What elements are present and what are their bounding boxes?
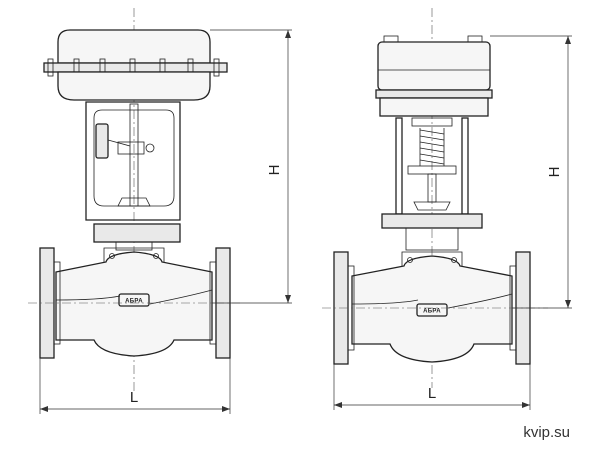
right-brand-plate	[416, 303, 448, 317]
left-yoke-window	[93, 109, 175, 207]
right-h-label: H	[546, 167, 563, 178]
left-actuator-bottom-dome	[57, 71, 211, 101]
right-valve: АБРА H L	[322, 8, 572, 410]
left-yoke-outer	[85, 101, 181, 221]
right-coupling-top	[411, 117, 453, 127]
right-stem-clamp	[413, 201, 451, 211]
watermark-text: kvip.su	[523, 424, 570, 441]
right-actuator-housing-top	[377, 41, 491, 91]
right-body-contour-a	[351, 299, 419, 305]
left-positioner	[95, 123, 109, 159]
left-bonnet-neck	[115, 241, 153, 251]
right-l-label: L	[428, 385, 436, 402]
right-body-top-boss	[401, 251, 463, 266]
right-actuator-band	[375, 89, 493, 99]
left-indicator-knob	[145, 143, 155, 153]
right-spring	[419, 128, 445, 166]
left-brand-plate	[118, 293, 150, 307]
right-body-contour-b	[447, 293, 513, 309]
right-valve-body	[351, 255, 513, 363]
left-bonnet-flange	[93, 223, 181, 243]
right-actuator-housing-bottom	[379, 97, 489, 117]
left-h-label: H	[266, 165, 283, 176]
left-body-contour-a	[55, 295, 121, 301]
left-actuator-top-dome	[57, 29, 211, 64]
left-stem-clamp	[117, 197, 151, 207]
left-valve: АБРА H L	[28, 8, 292, 414]
left-valve-body	[55, 251, 213, 357]
left-body-contour-b	[149, 289, 213, 305]
right-bonnet-flange	[381, 213, 483, 229]
left-actuator-flange	[43, 62, 228, 73]
right-brand-text: АБРА	[423, 309, 441, 315]
left-brand-text: АБРА	[125, 299, 143, 305]
left-positioner-arm	[107, 139, 131, 147]
left-stem-connector	[117, 141, 145, 155]
left-body-top-boss	[103, 247, 165, 262]
right-bonnet-neck	[405, 227, 459, 251]
right-yoke-column-right	[461, 117, 469, 215]
right-yoke-column-left	[395, 117, 403, 215]
left-l-label: L	[130, 389, 138, 406]
